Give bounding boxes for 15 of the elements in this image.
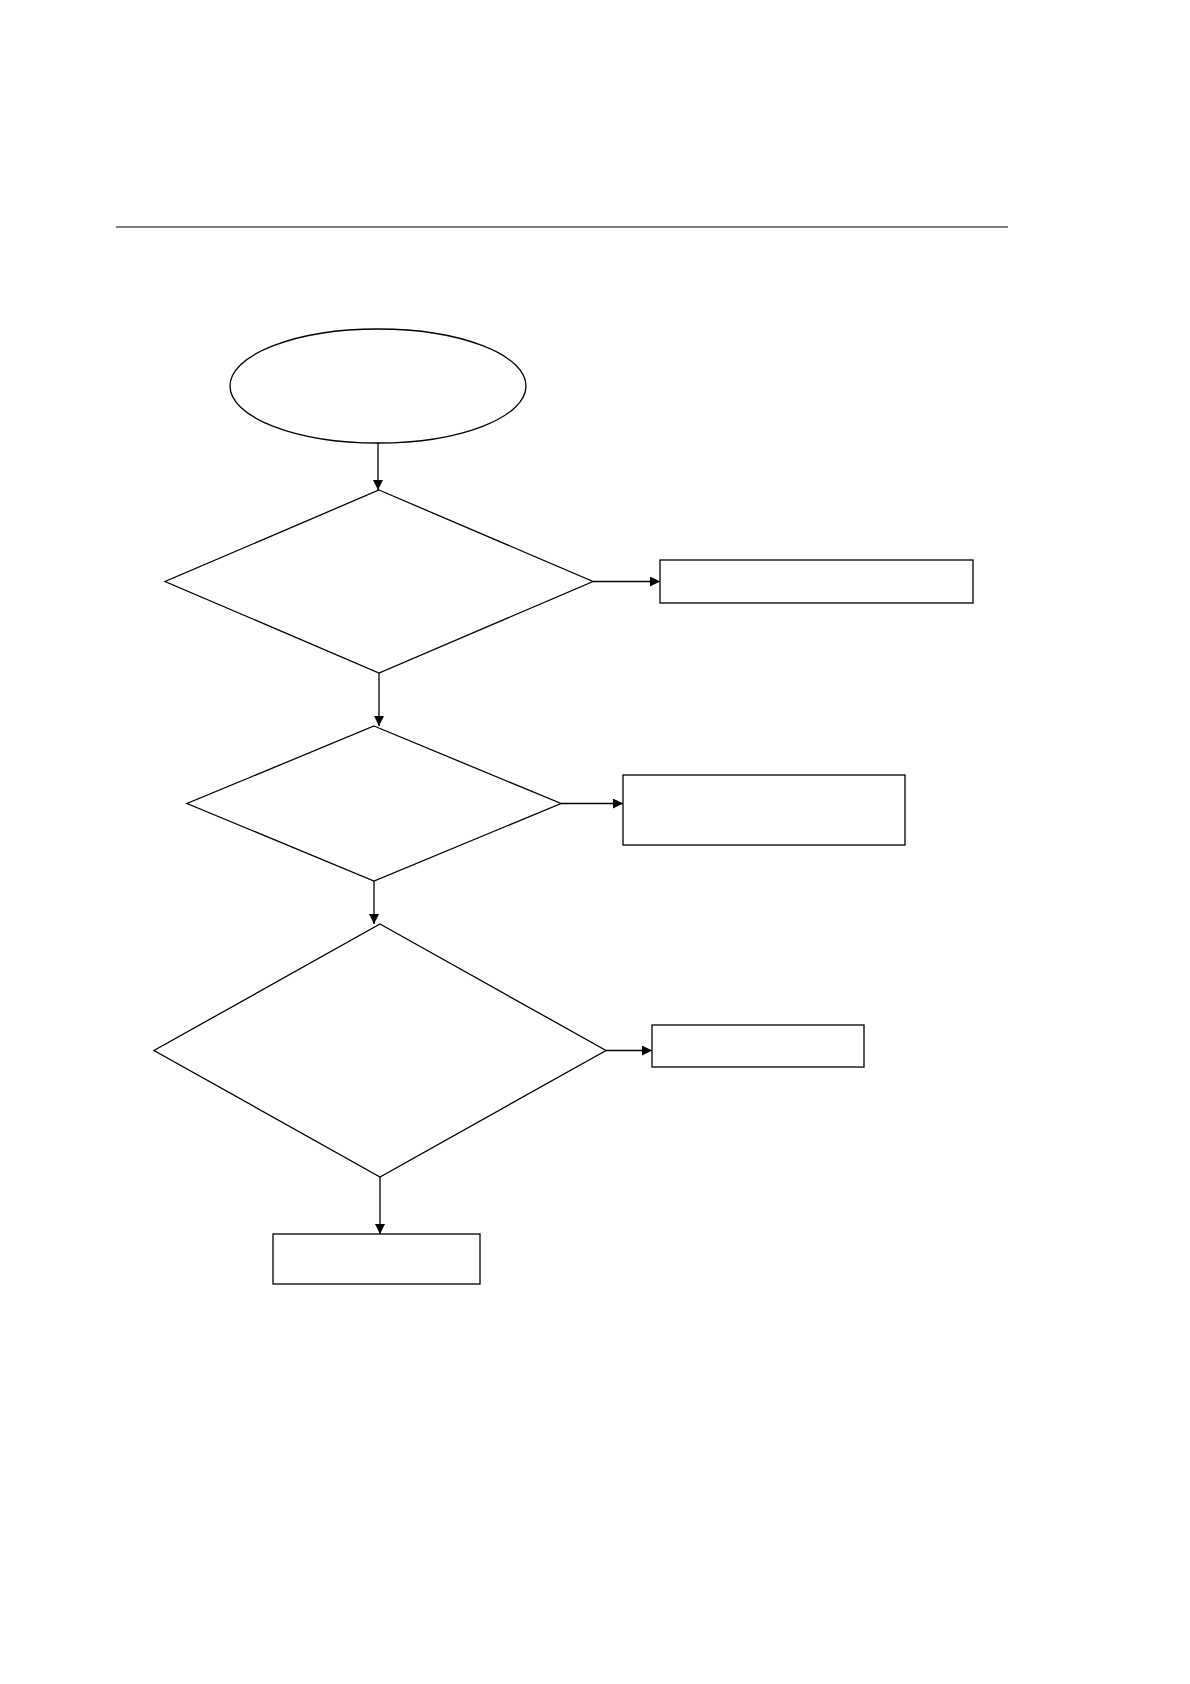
arrow <box>592 576 661 587</box>
decision-diamond <box>152 923 608 1178</box>
process-box <box>272 1233 481 1285</box>
decision-diamond <box>163 489 595 674</box>
arrow <box>375 1176 385 1235</box>
terminal-ellipse <box>229 328 527 444</box>
arrow <box>605 1045 653 1056</box>
arrow <box>369 880 379 925</box>
process-box <box>659 559 974 604</box>
decision-diamond <box>185 725 563 882</box>
process-box <box>651 1024 865 1068</box>
arrow <box>374 672 384 727</box>
arrow <box>373 442 383 491</box>
arrow <box>560 798 624 809</box>
process-box <box>622 774 906 846</box>
